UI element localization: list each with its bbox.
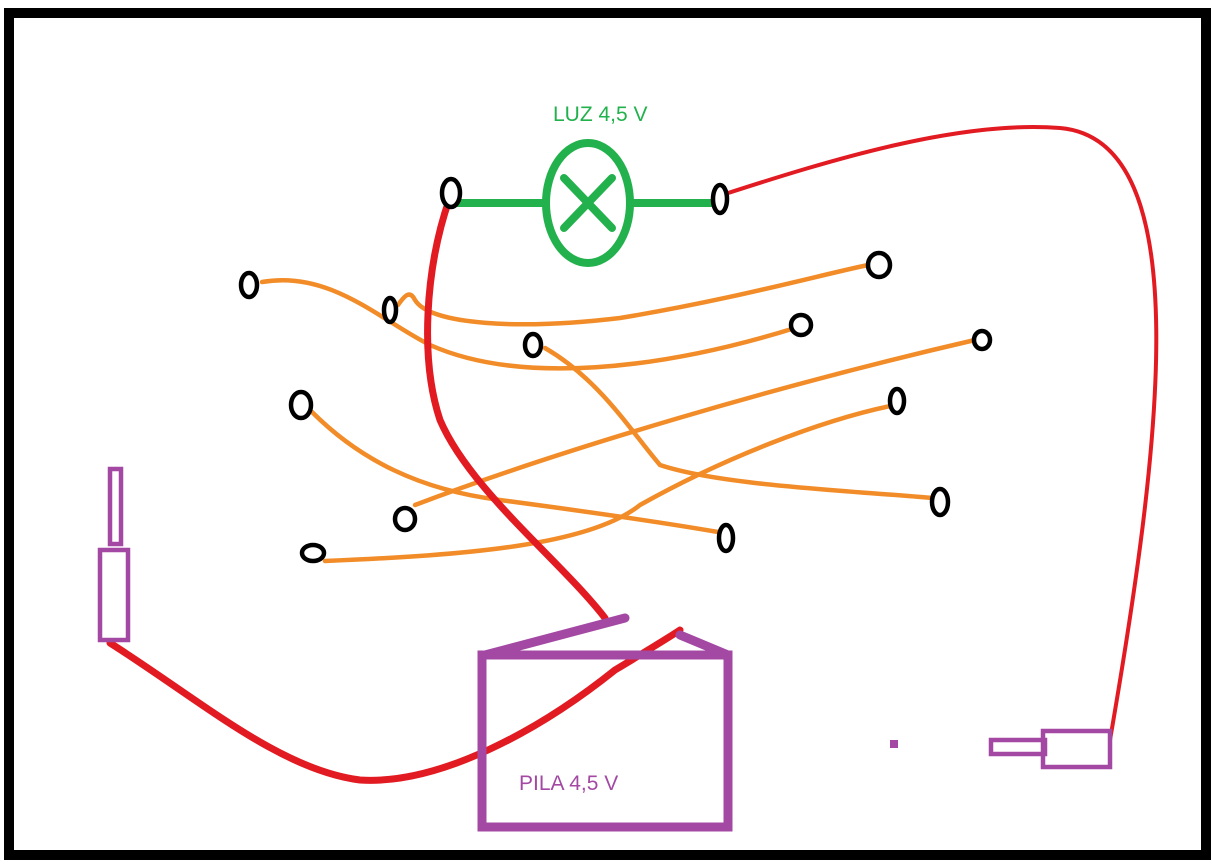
battery: PILA 4,5 V [477, 613, 733, 832]
orange-wire-1 [259, 278, 798, 371]
orange-wire-6 [322, 402, 898, 564]
terminal-4 [788, 312, 814, 338]
red-wire-left-probe-to-battery [106, 626, 684, 784]
terminal-11 [716, 522, 736, 554]
probe-right [988, 728, 1113, 770]
terminal-1 [238, 270, 260, 300]
terminal-3 [865, 250, 893, 280]
terminal-12 [299, 542, 327, 564]
battery-body [477, 650, 733, 832]
red-wires [106, 125, 1159, 784]
terminal-9 [929, 486, 951, 518]
plug-icon-left-pin [107, 466, 124, 547]
terminal-6 [971, 328, 993, 352]
terminal-7 [288, 389, 314, 421]
terminal-bulb-left [439, 176, 463, 210]
battery-top-right [675, 630, 733, 660]
small-purple-dot [890, 740, 898, 748]
lamp-x-icon [560, 174, 616, 232]
plug-icon-left-body [97, 547, 131, 643]
orange-wire-4 [309, 409, 721, 535]
terminal-10 [392, 505, 418, 533]
red-wire-bulb-to-battery [424, 196, 609, 622]
bulb-label: LUZ 4,5 V [553, 103, 648, 126]
plug-icon-right-body [1040, 728, 1113, 770]
orange-wire-2 [395, 262, 871, 327]
bulb: LUZ 4,5 V [455, 103, 715, 267]
probe-left [97, 466, 131, 643]
terminal-5 [522, 331, 544, 359]
orange-wire-3 [542, 345, 935, 501]
diagram-frame [4, 8, 1211, 860]
battery-label: PILA 4,5 V [519, 772, 618, 795]
red-wire-bulb-to-right-probe [720, 125, 1159, 742]
terminal-bulb-right [710, 182, 730, 216]
battery-top-left [480, 613, 630, 660]
terminal-2 [381, 295, 399, 325]
terminal-8 [887, 386, 907, 416]
terminals [238, 176, 993, 564]
